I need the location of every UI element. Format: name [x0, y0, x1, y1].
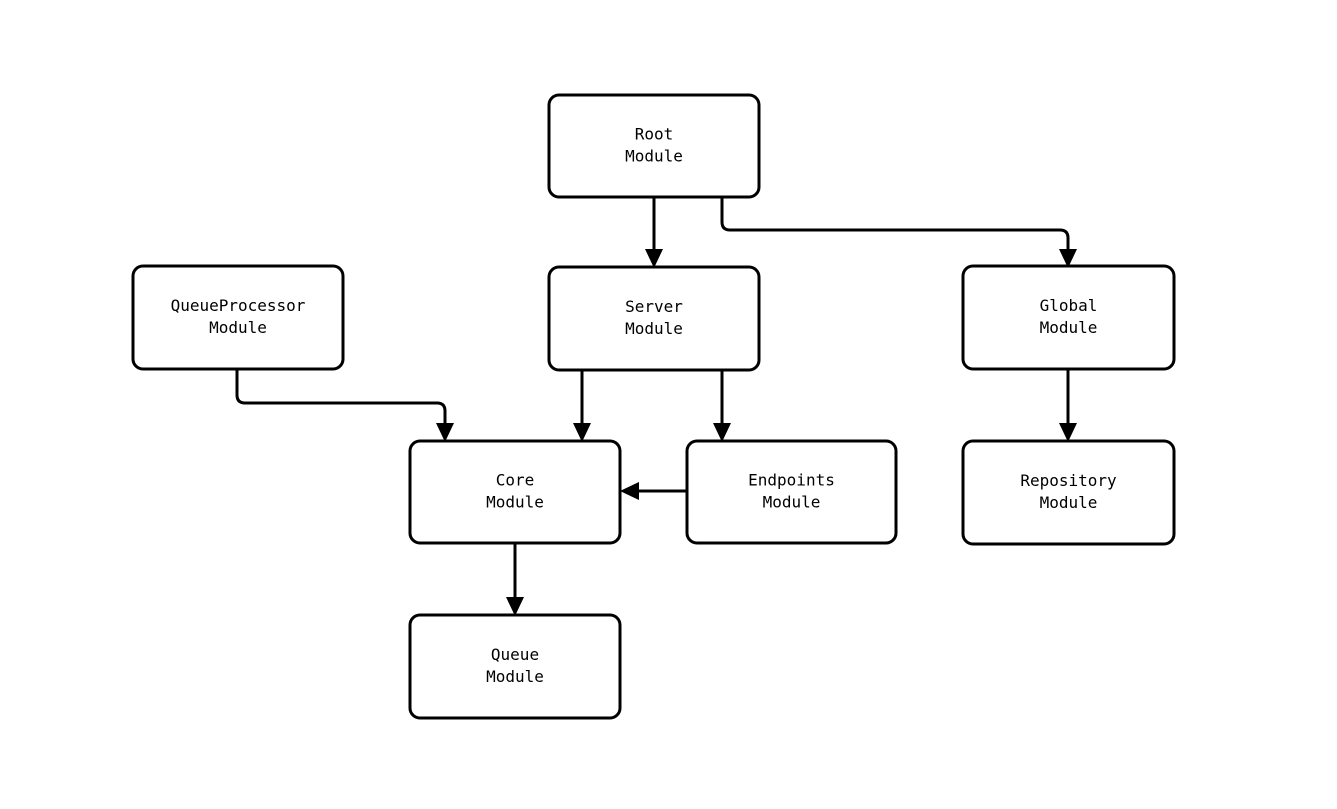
node-label-line1: QueueProcessor [171, 296, 306, 315]
node-label-line2: Module [1040, 318, 1098, 337]
edge-layer [235, 197, 1077, 616]
node-shape[interactable] [685, 439, 898, 545]
arrow-head-icon [573, 423, 591, 442]
edge-line [235, 369, 447, 432]
node-global-module[interactable]: Global Module [961, 264, 1176, 371]
node-shape[interactable] [961, 439, 1176, 546]
edge-root-to-global [720, 197, 1077, 268]
node-label-line2: Module [209, 318, 267, 337]
arrow-head-icon [436, 423, 454, 442]
node-label-line2: Module [625, 147, 683, 166]
node-label-line2: Module [486, 667, 544, 686]
node-label-line2: Module [763, 493, 821, 512]
node-server-module[interactable]: Server Module [547, 265, 761, 372]
node-shape[interactable] [131, 264, 345, 371]
node-label-line2: Module [625, 319, 683, 338]
node-label-line1: Server [625, 297, 683, 316]
node-layer: Root Module QueueProcessor Module Server… [131, 93, 1176, 720]
edge-server-to-endpoints [713, 370, 731, 442]
arrow-head-icon [645, 249, 663, 268]
node-label-line1: Queue [491, 645, 539, 664]
node-root-module[interactable]: Root Module [547, 93, 761, 199]
edge-endpoints-to-core [620, 482, 687, 500]
node-label-line1: Core [496, 471, 535, 490]
node-shape[interactable] [547, 265, 761, 372]
edge-server-to-core [573, 370, 591, 442]
node-repository-module[interactable]: Repository Module [961, 439, 1176, 546]
node-shape[interactable] [547, 93, 761, 199]
node-shape[interactable] [408, 613, 622, 720]
arrow-head-icon [1059, 249, 1077, 268]
edge-global-to-repository [1059, 369, 1077, 442]
node-shape[interactable] [961, 264, 1176, 371]
node-label-line1: Endpoints [748, 471, 835, 490]
node-label-line1: Repository [1020, 471, 1117, 490]
node-endpoints-module[interactable]: Endpoints Module [685, 439, 898, 545]
edge-root-to-server [645, 197, 663, 268]
node-label-line1: Global [1040, 296, 1098, 315]
node-label-line2: Module [1040, 493, 1098, 512]
node-label-line2: Module [486, 493, 544, 512]
arrow-head-icon [1059, 423, 1077, 442]
arrow-head-icon [506, 597, 524, 616]
edge-core-to-queue [506, 543, 524, 616]
node-queue-module[interactable]: Queue Module [408, 613, 622, 720]
node-core-module[interactable]: Core Module [408, 439, 622, 545]
node-queueprocessor-module[interactable]: QueueProcessor Module [131, 264, 345, 371]
node-label-line1: Root [635, 125, 674, 144]
arrow-head-icon [713, 423, 731, 442]
arrow-head-icon [620, 482, 639, 500]
edge-queueprocessor-to-core [235, 369, 454, 442]
edge-line [720, 197, 1070, 258]
node-shape[interactable] [408, 439, 622, 545]
